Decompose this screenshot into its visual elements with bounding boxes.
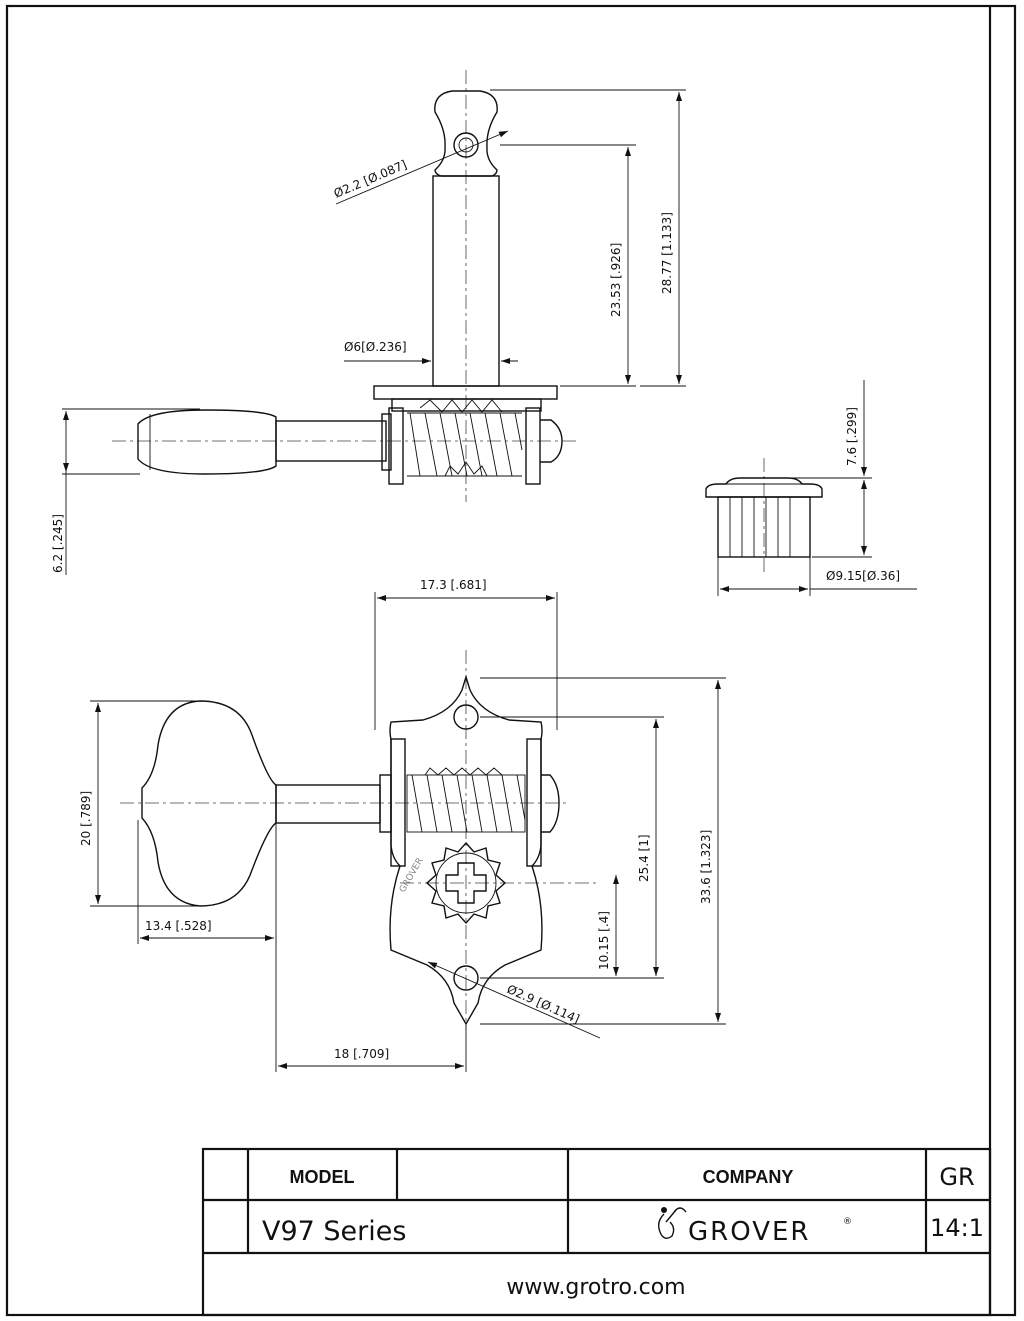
model-value: V97 Series bbox=[262, 1216, 406, 1247]
title-block: MODEL COMPANY GR V97 Series GROVER ® 14:… bbox=[201, 1147, 992, 1317]
drawing-code: GR bbox=[939, 1163, 974, 1191]
dim-mount-hole-text: Ø2.9 [Ø.114] bbox=[505, 982, 582, 1026]
dim-overall-height-text: 28.77 [1.133] bbox=[660, 212, 674, 294]
dim-overall-height: 28.77 [1.133] bbox=[490, 89, 686, 387]
dim-post-diameter-text: Ø6[Ø.236] bbox=[344, 340, 407, 354]
company-label: COMPANY bbox=[703, 1167, 794, 1187]
dim-plate-width-text: 17.3 [.681] bbox=[420, 578, 487, 592]
dim-button-width-text: 20 [.789] bbox=[79, 791, 93, 846]
dim-gear-offset: 10.15 [.4] bbox=[597, 875, 619, 976]
dim-button-thickness: 6.2 [.245] bbox=[51, 408, 200, 575]
dim-button-length: 13.4 [.528] bbox=[137, 820, 277, 1072]
watermark-text: GROVER bbox=[398, 856, 426, 894]
dim-bushing-diameter-text: Ø9.15[Ø.36] bbox=[826, 569, 900, 583]
top-view bbox=[112, 70, 580, 502]
grover-logo: GROVER ® bbox=[657, 1207, 852, 1247]
dim-bushing-height: 7.6 [.299] bbox=[790, 380, 872, 558]
dim-shaft-length-text: 18 [.709] bbox=[334, 1047, 389, 1061]
dim-post-diameter: Ø6[Ø.236] bbox=[344, 340, 518, 370]
scale-value: 14:1 bbox=[930, 1214, 984, 1242]
dim-post-height-text: 23.53 [.926] bbox=[609, 243, 623, 317]
drawing-border bbox=[5, 4, 1017, 1317]
dim-plate-length: 33.6 [1.323] bbox=[480, 677, 726, 1025]
dim-plate-width: 17.3 [.681] bbox=[374, 578, 558, 730]
front-view: GROVER bbox=[120, 650, 600, 1030]
dim-plate-length-text: 33.6 [1.323] bbox=[699, 830, 713, 904]
dim-button-width: 20 [.789] bbox=[79, 700, 200, 907]
dim-button-length-text: 13.4 [.528] bbox=[145, 919, 212, 933]
dim-hole-spacing-text: 25.4 [1] bbox=[637, 834, 651, 882]
dim-button-thickness-text: 6.2 [.245] bbox=[51, 514, 65, 573]
dim-gear-offset-text: 10.15 [.4] bbox=[597, 911, 611, 970]
company-value: GROVER bbox=[688, 1217, 811, 1247]
dim-string-hole-text: Ø2.2 [Ø.087] bbox=[332, 157, 409, 200]
website-url: www.grotro.com bbox=[506, 1275, 685, 1300]
bushing-view bbox=[705, 458, 823, 572]
dim-bushing-height-text: 7.6 [.299] bbox=[845, 407, 859, 466]
model-label: MODEL bbox=[290, 1167, 355, 1187]
dim-shaft-length: 18 [.709] bbox=[278, 1024, 467, 1072]
dim-hole-spacing: 25.4 [1] bbox=[480, 716, 664, 979]
dim-post-height: 23.53 [.926] bbox=[500, 144, 636, 387]
dim-string-hole: Ø2.2 [Ø.087] bbox=[332, 130, 509, 205]
dim-bushing-diameter: Ø9.15[Ø.36] bbox=[717, 557, 917, 596]
registered-mark: ® bbox=[843, 1217, 852, 1227]
